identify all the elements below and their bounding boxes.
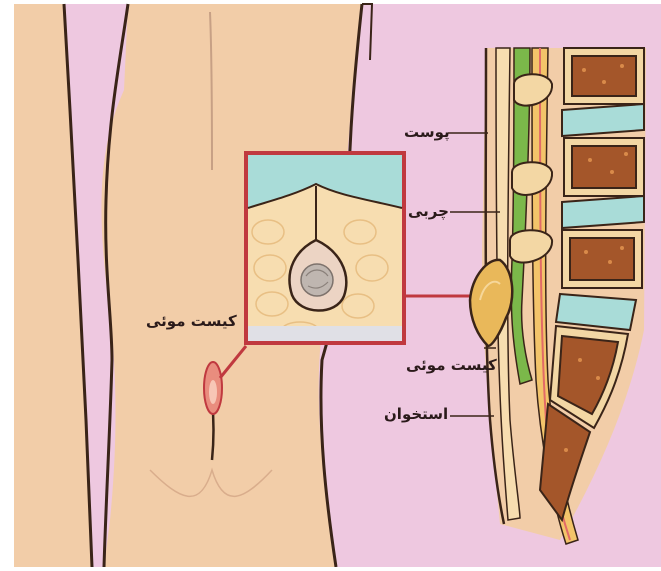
fat-label: چربی [408,202,449,220]
skin-label: پوست [404,123,450,141]
back-cyst-label: کیست موئی [146,312,237,330]
bone-label: استخوان [384,405,448,423]
zoom-inset [246,153,404,343]
side-cyst-label: کیست موئی [406,356,497,374]
